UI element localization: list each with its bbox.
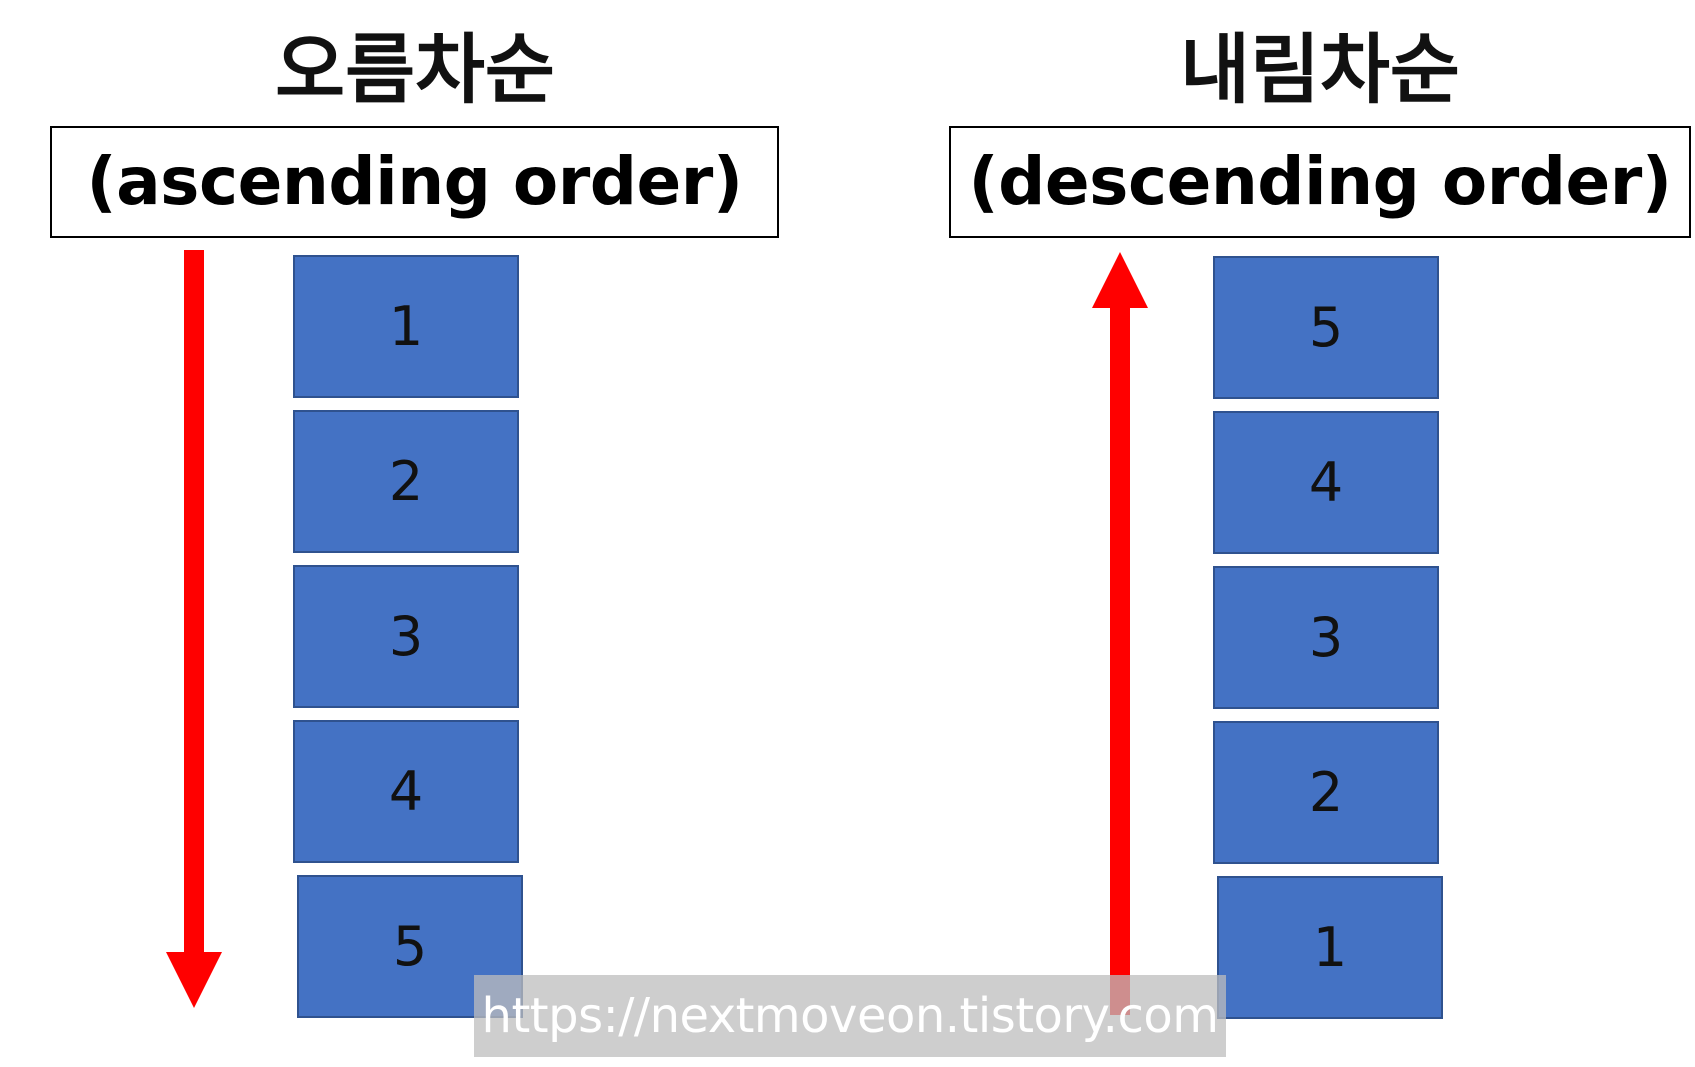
descending-item-box: 4 [1213,411,1439,554]
ascending-item-box: 1 [293,255,519,398]
watermark: https://nextmoveon.tistory.com [474,975,1226,1057]
descending-subtitle-box: (descending order) [949,126,1691,238]
ascending-subtitle: (ascending order) [86,143,743,220]
ascending-item-box: 4 [293,720,519,863]
descending-arrow-head [1092,252,1148,308]
ascending-title: 오름차순 [275,25,555,114]
descending-item-box: 1 [1217,876,1443,1019]
ascending-item-box: 2 [293,410,519,553]
descending-item-box: 5 [1213,256,1439,399]
descending-up-arrow [1092,252,1148,1015]
ascending-subtitle-box: (ascending order) [50,126,779,238]
descending-item-box: 2 [1213,721,1439,864]
ascending-down-arrow [166,250,222,1008]
descending-subtitle: (descending order) [968,143,1672,220]
ascending-item-box: 3 [293,565,519,708]
ascending-item-box: 5 [297,875,523,1018]
descending-item-box: 3 [1213,566,1439,709]
descending-title: 내림차순 [1180,25,1460,114]
ascending-arrow-head [166,952,222,1008]
